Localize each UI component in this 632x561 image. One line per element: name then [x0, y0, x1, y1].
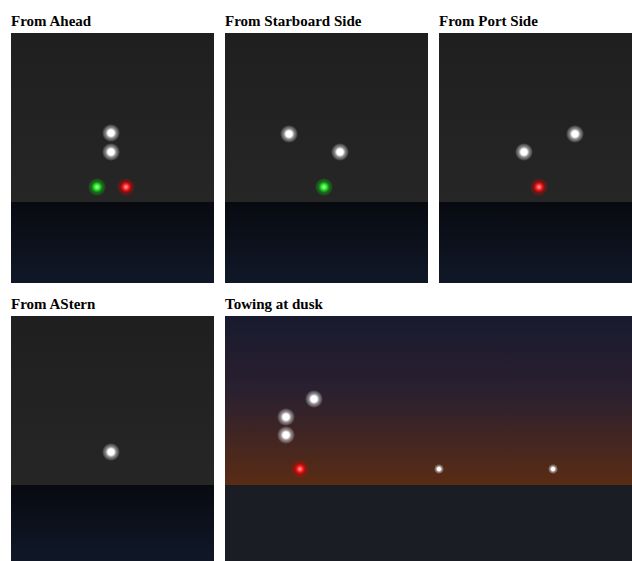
- panel-heading: From Port Side: [439, 12, 538, 30]
- panel-heading: Towing at dusk: [225, 295, 323, 313]
- panel-heading: From AStern: [11, 295, 95, 313]
- panel-heading: From Starboard Side: [225, 12, 361, 30]
- panel-heading: From Ahead: [11, 12, 91, 30]
